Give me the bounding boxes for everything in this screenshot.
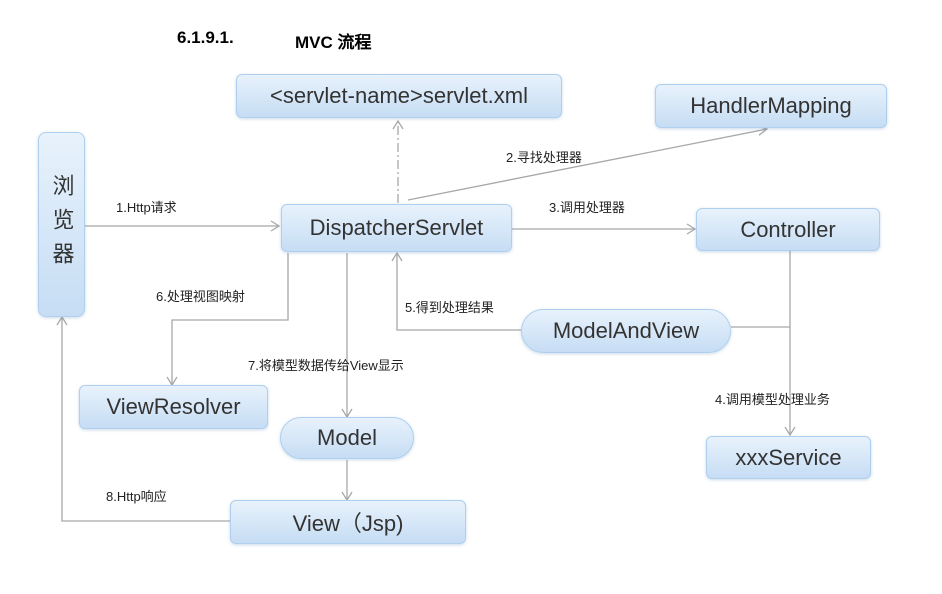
section-number: 6.1.9.1. (177, 28, 234, 47)
step-5-label: 5.得到处理结果 (405, 300, 494, 315)
step-8-label: 8.Http响应 (106, 489, 167, 504)
handler-mapping-label: HandlerMapping (690, 93, 852, 118)
edge-http-response (61, 318, 230, 522)
view-resolver-label: ViewResolver (106, 394, 241, 419)
arrowhead-get-result (391, 251, 403, 262)
view-node: View（Jsp) (230, 500, 466, 544)
step-7-label: 7.将模型数据传给View显示 (248, 358, 404, 373)
servlet-config-label: <servlet-name>servlet.xml (270, 83, 528, 108)
browser-label: 浏览器 (49, 173, 75, 276)
model-and-view-label: ModelAndView (552, 318, 700, 343)
dispatcher-servlet-label: DispatcherServlet (309, 215, 484, 240)
step-6-label: 6.处理视图映射 (156, 289, 245, 304)
service-label: xxxService (735, 444, 842, 470)
edge-find-handler (407, 128, 768, 201)
arrowhead-invoke-service (784, 426, 796, 437)
arrowhead-invoke-handler (686, 223, 697, 235)
edge-get-result (396, 254, 521, 331)
controller-label: Controller (740, 216, 836, 242)
servlet-config-node: <servlet-name>servlet.xml (236, 74, 562, 118)
arrowhead-http-request (270, 220, 281, 232)
model-label: Model (317, 425, 377, 450)
model-node: Model (280, 417, 414, 459)
step-4-label: 4.调用模型处理业务 (715, 392, 830, 407)
edge-view-mapping (171, 253, 289, 384)
section-title: MVC 流程 (295, 33, 372, 52)
dispatcher-servlet-node: DispatcherServlet (281, 204, 512, 252)
model-and-view-node: ModelAndView (521, 309, 731, 353)
controller-node: Controller (696, 208, 880, 251)
view-resolver-node: ViewResolver (79, 385, 268, 429)
arrowhead-servlet-config (392, 119, 404, 130)
arrowhead-http-response (56, 315, 68, 326)
handler-mapping-node: HandlerMapping (655, 84, 887, 128)
section-heading: 6.1.9.1. MVC 流程 (177, 28, 437, 52)
browser-node: 浏览器 (38, 132, 85, 317)
step-3-label: 3.调用处理器 (549, 200, 625, 215)
step-1-label: 1.Http请求 (116, 200, 177, 215)
service-node: xxxService (706, 436, 871, 479)
step-2-label: 2.寻找处理器 (506, 150, 582, 165)
view-label: View（Jsp) (292, 511, 404, 536)
